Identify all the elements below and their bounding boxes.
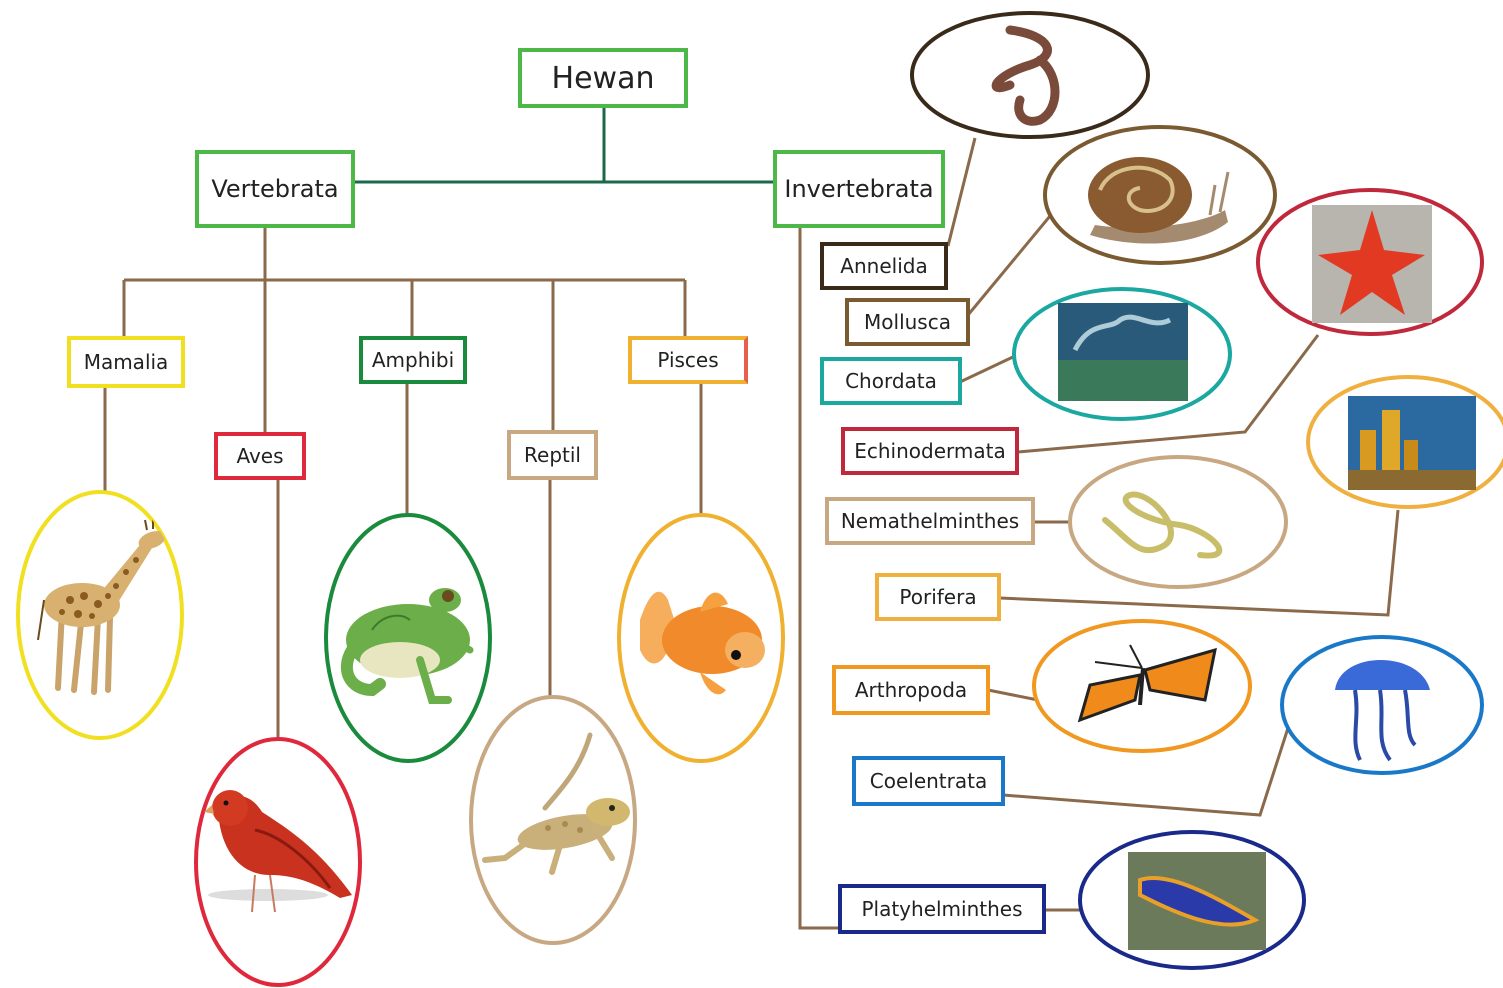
class-label-pisces: Pisces (657, 348, 718, 372)
phylum-label-annelida: Annelida (840, 254, 927, 278)
phylum-node-mollusca: Mollusca (845, 298, 970, 346)
class-label-aves: Aves (236, 444, 283, 468)
phylum-label-coelentrata: Coelentrata (870, 769, 987, 793)
phylum-node-echinodermata: Echinodermata (841, 427, 1019, 475)
phylum-node-chordata: Chordata (820, 357, 962, 405)
butterfly-illustration (1034, 621, 1250, 751)
class-node-amphibi: Amphibi (359, 336, 467, 384)
phylum-node-annelida: Annelida (820, 242, 948, 290)
snail-illustration (1045, 127, 1275, 263)
class-label-amphibi: Amphibi (372, 348, 454, 372)
earthworm-illustration (912, 13, 1148, 137)
phylum-node-nemathelminthes: Nemathelminthes (825, 497, 1035, 545)
giraffe-illustration (18, 492, 182, 738)
phylum-node-arthropoda: Arthropoda (832, 665, 990, 715)
flatworm-illustration (1080, 832, 1304, 968)
class-node-aves: Aves (214, 432, 306, 480)
class-node-reptil: Reptil (507, 430, 598, 480)
invertebrata-node: Invertebrata (773, 150, 945, 228)
jellyfish-illustration (1282, 637, 1482, 773)
phylum-label-chordata: Chordata (845, 369, 937, 393)
starfish-illustration (1258, 190, 1482, 334)
class-node-mamalia: Mamalia (67, 336, 185, 388)
vertebrata-node: Vertebrata (195, 150, 355, 228)
hewan-label: Hewan (552, 61, 655, 96)
roundworm-illustration (1070, 457, 1286, 587)
phylum-label-arthropoda: Arthropoda (855, 678, 967, 702)
lizard-illustration (471, 697, 635, 943)
class-label-mamalia: Mamalia (84, 350, 169, 374)
phylum-node-coelentrata: Coelentrata (852, 756, 1005, 806)
phylum-label-echinodermata: Echinodermata (854, 439, 1005, 463)
invertebrata-label: Invertebrata (784, 175, 933, 203)
frog-illustration (326, 515, 490, 761)
vertebrata-label: Vertebrata (211, 175, 338, 203)
phylum-label-mollusca: Mollusca (864, 310, 951, 334)
phylum-node-porifera: Porifera (875, 573, 1001, 621)
sponge-illustration (1308, 377, 1503, 507)
class-label-reptil: Reptil (524, 443, 581, 467)
phylum-label-platyhelminthes: Platyhelminthes (861, 897, 1022, 921)
sea-squirt-illustration (1014, 289, 1230, 419)
phylum-node-platyhelminthes: Platyhelminthes (838, 884, 1046, 934)
red-bird-illustration (196, 739, 360, 985)
hewan-node: Hewan (518, 48, 688, 108)
goldfish-illustration (619, 515, 783, 761)
class-node-pisces: Pisces (628, 336, 748, 384)
phylum-label-nemathelminthes: Nemathelminthes (841, 509, 1019, 533)
phylum-label-porifera: Porifera (899, 585, 976, 609)
